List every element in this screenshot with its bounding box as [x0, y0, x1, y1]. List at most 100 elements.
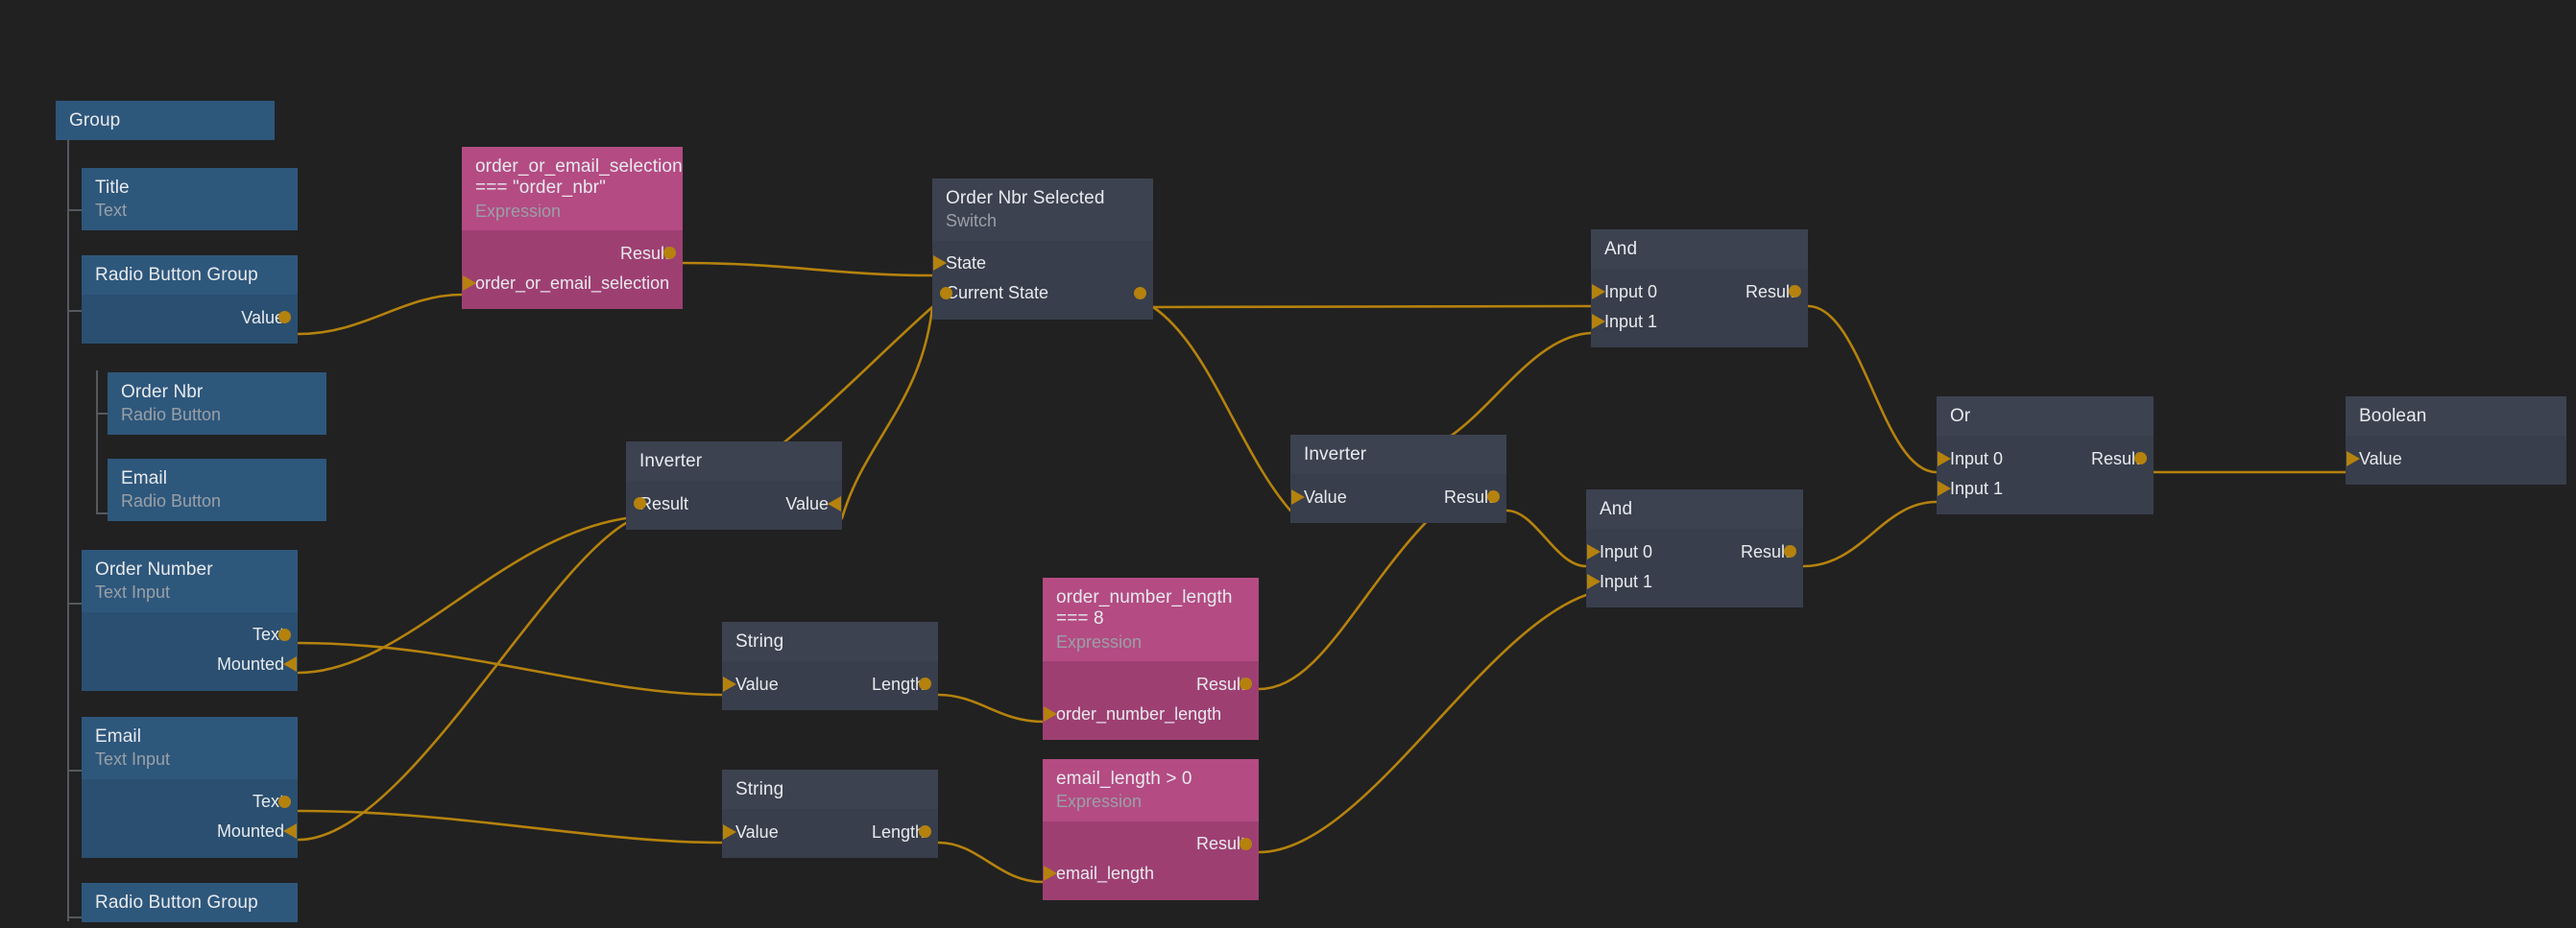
- node-title-title: Title: [95, 178, 130, 198]
- node-string-1[interactable]: String Value Length: [722, 622, 938, 711]
- port-exprlen-result[interactable]: Result: [1056, 669, 1252, 699]
- port-emailinput-mounted-label: Mounted: [216, 821, 284, 842]
- node-string1-title: String: [735, 631, 784, 652]
- port-ordernumber-mounted[interactable]: Mounted: [95, 650, 297, 679]
- port-arrow-icon[interactable]: [2347, 450, 2360, 466]
- node-group[interactable]: Group: [56, 101, 275, 141]
- port-dot-icon[interactable]: [918, 825, 931, 839]
- port-boolean-value[interactable]: Value: [2347, 443, 2553, 473]
- edge-string2-to-expremail: [936, 841, 1045, 884]
- node-expression-order-number-length[interactable]: order_number_length === 8 Expression Res…: [1043, 578, 1259, 741]
- port-rbg1-value[interactable]: Value: [95, 302, 291, 332]
- port-dot-icon[interactable]: [1133, 286, 1146, 299]
- port-arrow-icon[interactable]: [1291, 488, 1305, 505]
- node-order-number-text-input[interactable]: Order Number Text Input Text Mounted: [82, 550, 298, 691]
- port-arrow-icon[interactable]: [1587, 543, 1601, 559]
- port-and2-input1-label: Input 1: [1600, 571, 1653, 591]
- port-expremail-result[interactable]: Result: [1056, 829, 1252, 859]
- node-expremail-body: Result email_length: [1043, 821, 1259, 900]
- port-arrow-icon[interactable]: [283, 823, 297, 840]
- port-arrow-icon[interactable]: [1592, 283, 1605, 299]
- tree-connector-horizontal-rbg1: [67, 310, 83, 312]
- port-dot-icon[interactable]: [1783, 545, 1796, 559]
- node-expression-email-length[interactable]: email_length > 0 Expression Result email…: [1043, 759, 1259, 900]
- port-ordernumber-text[interactable]: Text: [95, 620, 291, 650]
- port-inverter2-row[interactable]: Value Result: [1291, 482, 1500, 512]
- port-ordernumber-mounted-label: Mounted: [216, 654, 284, 675]
- port-dot-icon[interactable]: [662, 247, 676, 260]
- port-dot-icon[interactable]: [918, 678, 931, 691]
- node-inverter-1[interactable]: Inverter Result Value: [626, 441, 842, 531]
- port-or-input0[interactable]: Input 0 Result: [1938, 443, 2147, 473]
- port-and2-input1[interactable]: Input 1: [1587, 566, 1790, 596]
- port-or-input1[interactable]: Input 1: [1938, 473, 2140, 503]
- node-radio-button-group-1[interactable]: Radio Button Group Value: [82, 255, 298, 345]
- port-dot-icon[interactable]: [277, 628, 291, 641]
- port-dot-icon[interactable]: [633, 497, 646, 511]
- node-or-1[interactable]: Or Input 0 Result Input 1: [1937, 396, 2154, 515]
- port-arrow-icon[interactable]: [1592, 313, 1605, 329]
- port-switch-current-state[interactable]: Current State: [939, 278, 1146, 308]
- port-exprooe-result[interactable]: Result: [475, 238, 676, 268]
- port-emailinput-mounted[interactable]: Mounted: [95, 817, 297, 846]
- port-dot-icon[interactable]: [1239, 678, 1252, 691]
- node-title[interactable]: Title Text: [82, 168, 298, 230]
- port-arrow-icon[interactable]: [463, 274, 476, 291]
- port-dot-icon[interactable]: [277, 795, 291, 808]
- node-string-2[interactable]: String Value Length: [722, 770, 938, 859]
- edge-mounted-email: [297, 521, 628, 842]
- port-dot-icon[interactable]: [939, 286, 952, 299]
- port-arrow-icon[interactable]: [1587, 573, 1601, 589]
- node-string1-header: String: [722, 622, 938, 662]
- port-emailinput-text[interactable]: Text: [95, 787, 291, 817]
- port-inverter1-value-label: Value: [785, 493, 829, 513]
- node-emailradio-title: Email: [121, 468, 168, 488]
- port-dot-icon[interactable]: [1239, 837, 1252, 850]
- node-ordernumber-body: Text Mounted: [82, 611, 298, 691]
- node-switch-order-nbr-selected[interactable]: Order Nbr Selected Switch State Current …: [932, 178, 1153, 320]
- node-boolean[interactable]: Boolean Value: [2346, 396, 2566, 486]
- node-email-text-input[interactable]: Email Text Input Text Mounted: [82, 717, 298, 858]
- port-string1-row[interactable]: Value Length: [723, 669, 931, 699]
- node-string2-body: Value Length: [722, 809, 938, 859]
- port-expremail-input-label: email_length: [1056, 864, 1155, 884]
- port-switch-state[interactable]: State: [933, 249, 1140, 278]
- port-and1-input1[interactable]: Input 1: [1592, 306, 1794, 336]
- node-and-1[interactable]: And Input 0 Result Input 1: [1591, 229, 1808, 348]
- node-expression-order-or-email[interactable]: order_or_email_selection === "order_nbr"…: [462, 147, 683, 310]
- port-arrow-icon[interactable]: [1044, 705, 1057, 722]
- port-arrow-icon[interactable]: [1938, 480, 1951, 496]
- port-string2-row[interactable]: Value Length: [723, 817, 931, 846]
- port-inverter1-row[interactable]: Result Value: [633, 488, 841, 518]
- edge-expremail-to-and2: [1257, 593, 1588, 854]
- node-email-radio[interactable]: Email Radio Button: [108, 459, 326, 521]
- port-dot-icon[interactable]: [1788, 285, 1801, 298]
- port-and1-input0[interactable]: Input 0 Result: [1592, 276, 1801, 306]
- port-arrow-icon[interactable]: [1938, 450, 1951, 466]
- port-dot-icon[interactable]: [1486, 490, 1500, 504]
- port-and2-input0[interactable]: Input 0 Result: [1587, 536, 1796, 566]
- port-arrow-icon[interactable]: [283, 656, 297, 673]
- node-and-2[interactable]: And Input 0 Result Input 1: [1586, 489, 1803, 608]
- node-rbg1-title: Radio Button Group: [95, 265, 258, 285]
- port-dot-icon[interactable]: [277, 311, 291, 324]
- port-arrow-icon[interactable]: [1044, 866, 1057, 882]
- node-radio-button-group-2[interactable]: Radio Button Group: [82, 883, 298, 923]
- node-switch-header: Order Nbr Selected Switch: [932, 178, 1153, 241]
- port-arrow-icon[interactable]: [723, 823, 736, 840]
- tree-connector-horizontal-title: [67, 209, 83, 211]
- port-exprlen-input[interactable]: order_number_length: [1044, 699, 1245, 728]
- node-boolean-body: Value: [2346, 436, 2566, 486]
- edge-emailtext-to-string2: [297, 809, 724, 845]
- port-arrow-icon[interactable]: [828, 495, 841, 512]
- port-exprooe-input[interactable]: order_or_email_selection: [463, 268, 669, 297]
- node-ordernumber-header: Order Number Text Input: [82, 550, 298, 612]
- port-dot-icon[interactable]: [2133, 452, 2147, 465]
- port-arrow-icon[interactable]: [723, 676, 736, 692]
- node-inverter-2[interactable]: Inverter Value Result: [1290, 435, 1506, 524]
- node-group-header: Group: [56, 101, 275, 141]
- port-arrow-icon[interactable]: [933, 255, 947, 272]
- port-expremail-input[interactable]: email_length: [1044, 859, 1245, 889]
- node-order-nbr-radio[interactable]: Order Nbr Radio Button: [108, 372, 326, 435]
